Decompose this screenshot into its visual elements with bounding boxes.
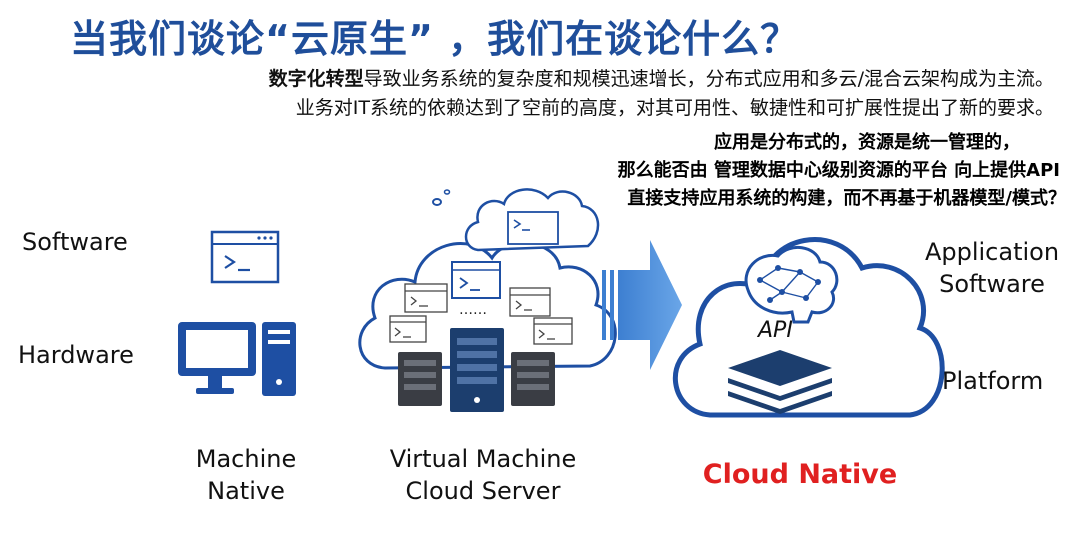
layers-stack-icon [728, 350, 832, 414]
api-label: API [758, 318, 793, 343]
application-software-label: Application Software [918, 238, 1066, 298]
application-line-2: Software [939, 270, 1045, 298]
vm-cloud-caption: Virtual Machine Cloud Server [378, 445, 588, 505]
cloud-native-caption: Cloud Native [702, 459, 898, 490]
intro-line-1-rest: 导致业务系统的复杂度和规模迅速增长，分布式应用和多云/混合云架构成为主流。 [363, 68, 1054, 90]
platform-label: Platform [942, 367, 1044, 395]
intro-line-2: 业务对IT系统的依赖达到了空前的高度，对其可用性、敏捷性和可扩展性提出了新的要求… [295, 97, 1054, 119]
terminal-window-icon [509, 287, 551, 317]
machine-native-line-1: Machine [195, 445, 297, 473]
terminal-window-icon [210, 230, 280, 284]
brain-network-icon [744, 246, 839, 324]
vm-ellipsis: …… [459, 302, 487, 318]
desktop-computer-icon [178, 322, 296, 396]
terminal-window-icon [404, 283, 448, 313]
vm-caption-line-2: Cloud Server [405, 477, 561, 505]
intro-bold-term: 数字化转型 [268, 68, 364, 90]
right-arrow-icon [602, 240, 682, 370]
application-line-1: Application [924, 238, 1060, 266]
page-title: 当我们谈论“云原生” ，我们在谈论什么？ [70, 17, 800, 61]
software-label: Software [22, 228, 128, 256]
machine-native-line-2: Native [207, 477, 285, 505]
terminal-window-icon [451, 261, 501, 299]
machine-native-caption: Machine Native [176, 445, 316, 505]
vm-caption-line-1: Virtual Machine [389, 445, 577, 473]
hardware-label: Hardware [18, 341, 134, 369]
bubble-line-1: 应用是分布式的，资源是统一管理的， [714, 132, 1020, 153]
server-rack-icon [398, 328, 555, 412]
intro-line-1: 数字化转型导致业务系统的复杂度和规模迅速增长，分布式应用和多云/混合云架构成为主… [269, 64, 1054, 91]
thought-bubble-cloud [432, 188, 600, 252]
bubble-line-3: 直接支持应用系统的构建，而不再基于机器模型/模式？ [627, 188, 1066, 209]
bubble-line-2: 那么能否由 管理数据中心级别资源的平台 向上提供API [617, 160, 1060, 181]
terminal-window-icon [389, 315, 427, 343]
vm-terminal-icons [389, 261, 573, 345]
terminal-window-icon [533, 317, 573, 345]
